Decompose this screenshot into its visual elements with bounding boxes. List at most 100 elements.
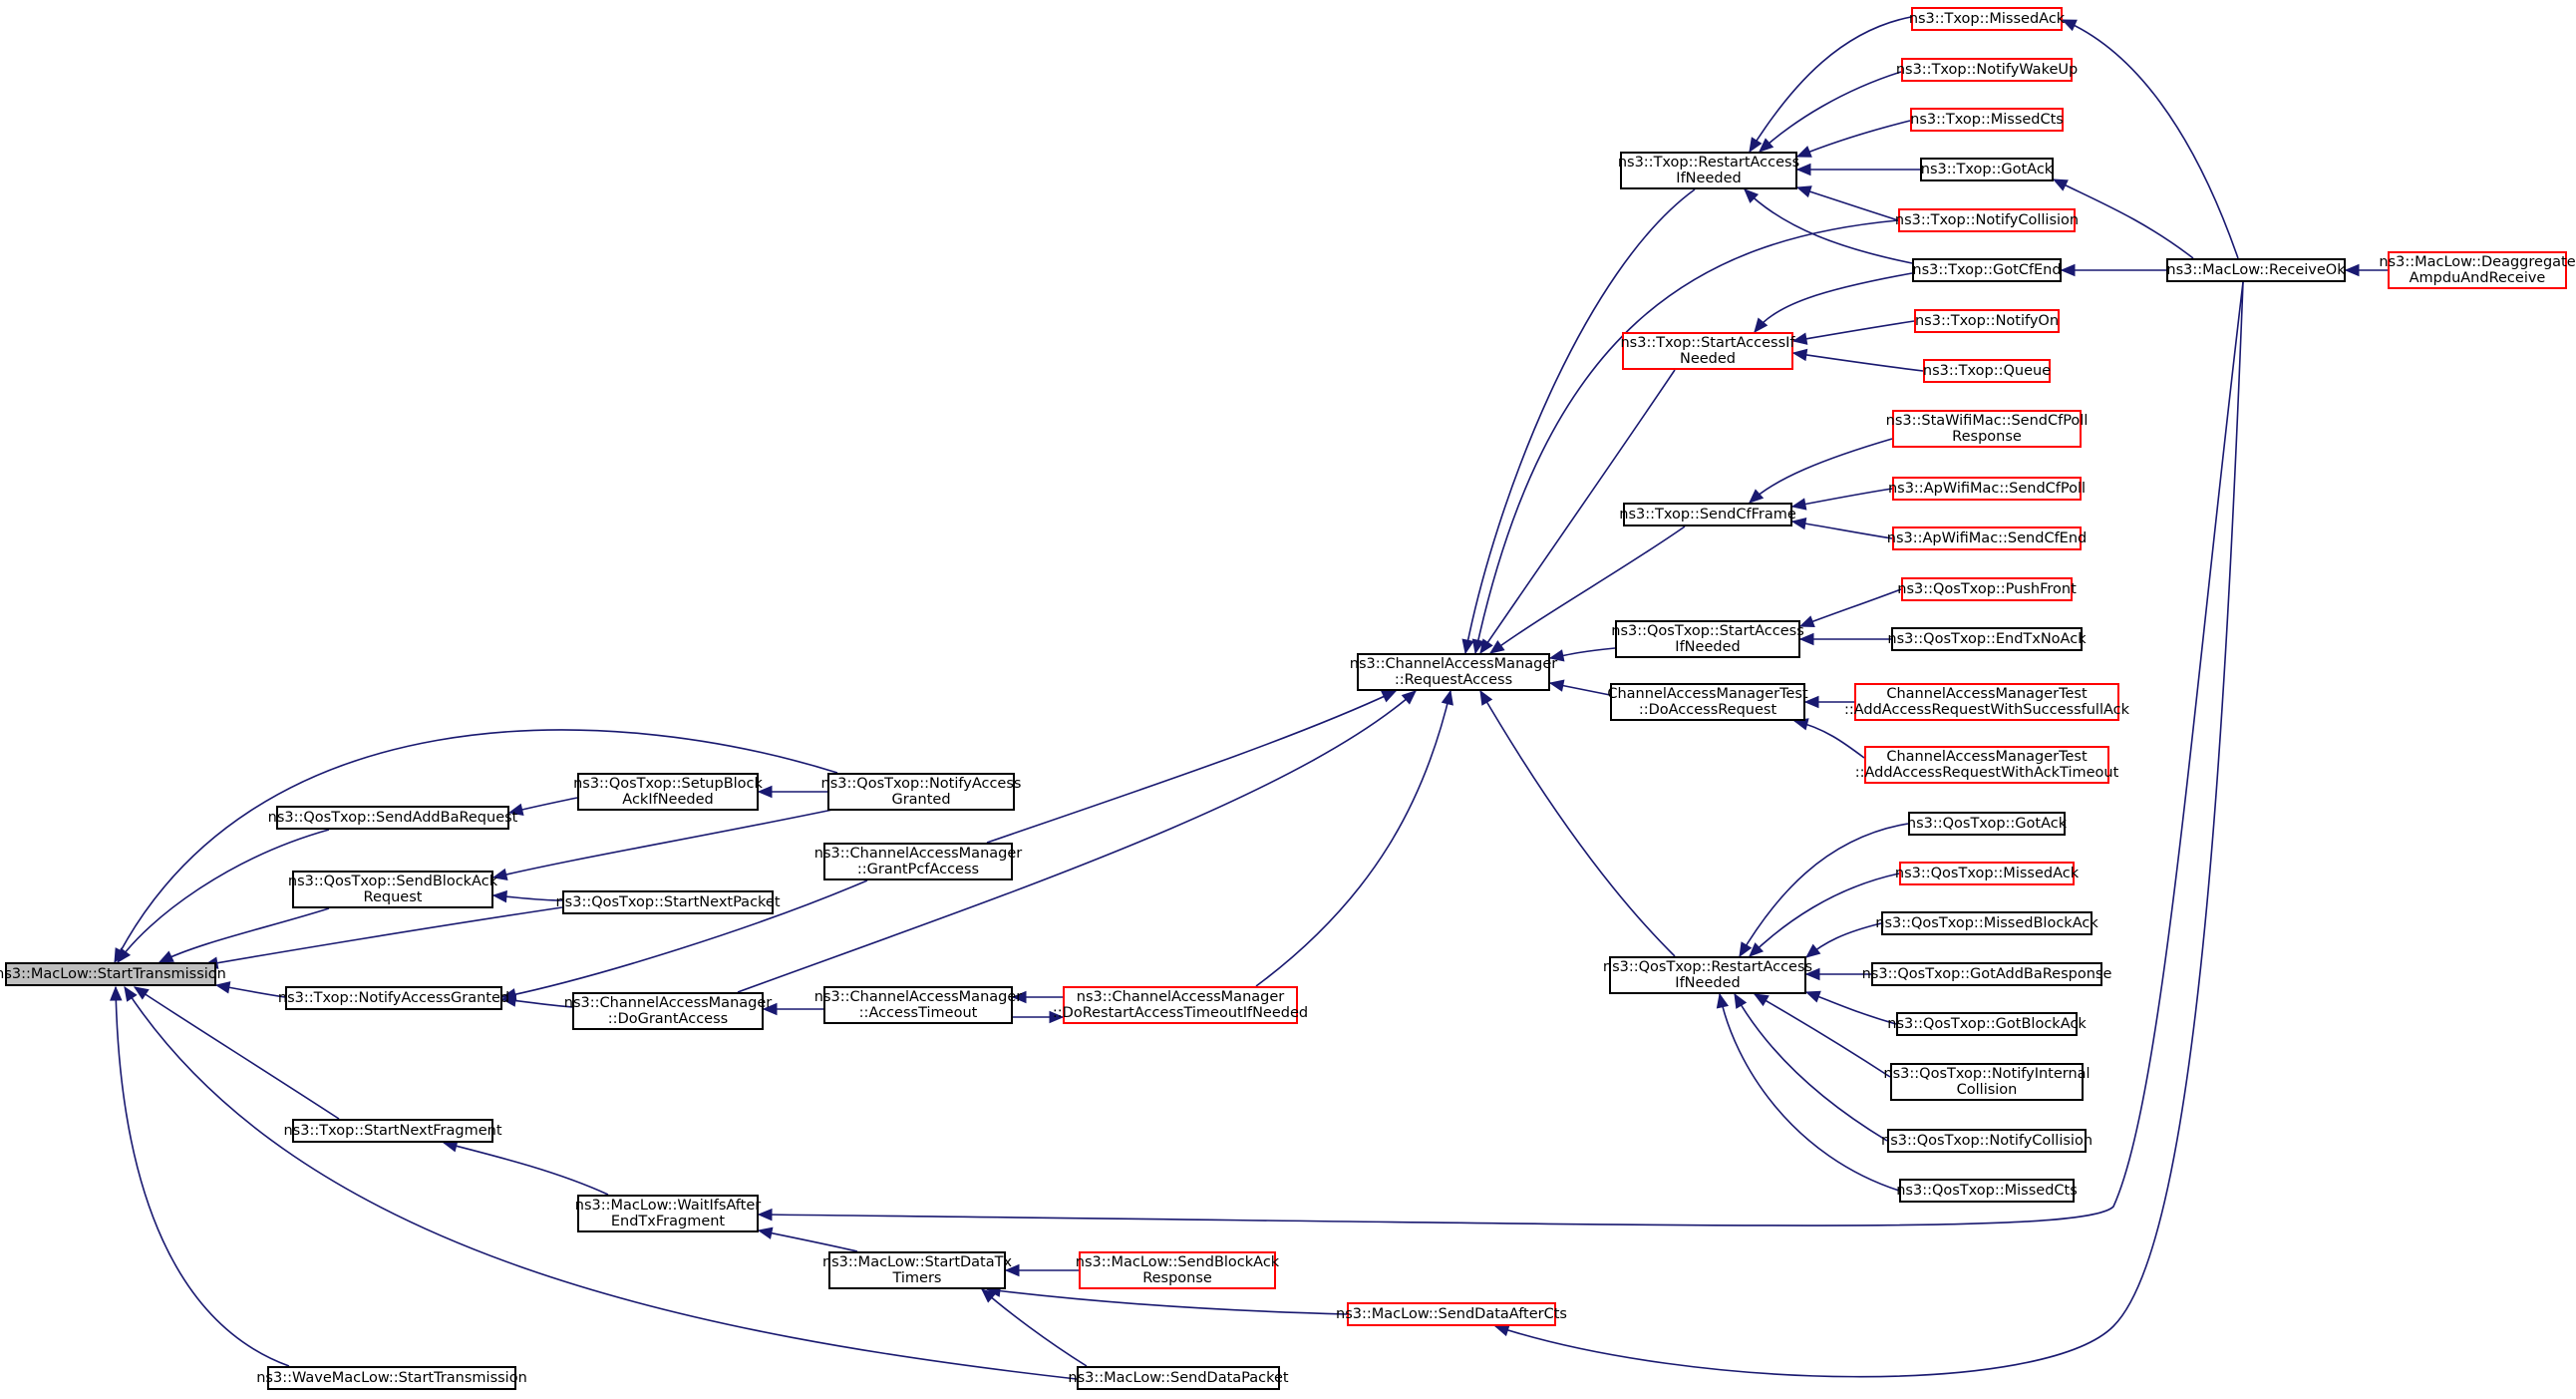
node-qos-got-block-ack[interactable]: ns3::QosTxop::GotBlockAck [1887, 1012, 2087, 1036]
node-txop-collision[interactable]: ns3::Txop::NotifyCollision [1895, 208, 2079, 232]
arrowhead-setup-from-qos-notify-granted [757, 785, 773, 799]
node-start-data-tx[interactable]: ns3::MacLow::StartDataTx Timers [822, 1251, 1012, 1289]
node-receive-ok[interactable]: ns3::MacLow::ReceiveOk [2166, 258, 2346, 282]
arrowhead-access-timeout-from-do-restart-a [1011, 990, 1027, 1004]
arrowhead-qos-restart-from-notify-collision [1734, 992, 1748, 1009]
node-qos-missed-block-ack[interactable]: ns3::QosTxop::MissedBlockAck [1875, 911, 2098, 935]
arrowhead-request-access-from-do-grant [1401, 690, 1417, 705]
edge-send-data-after-cts-from-receive-ok [1494, 281, 2244, 1378]
node-send-data-after-cts[interactable]: ns3::MacLow::SendDataAfterCts [1336, 1302, 1567, 1326]
node-send-block-ack-resp[interactable]: ns3::MacLow::SendBlockAck Response [1076, 1251, 1279, 1289]
node-txop-send-cf[interactable]: ns3::Txop::SendCfFrame [1619, 503, 1796, 526]
node-ap-cf-poll[interactable]: ns3::ApWifiMac::SendCfPoll [1888, 477, 2086, 501]
edge-qos-start-from-push-front [1799, 588, 1902, 627]
edge-txop-restart-from-missed-cts [1796, 120, 1911, 158]
node-txop-notify-granted[interactable]: ns3::Txop::NotifyAccessGranted [278, 986, 509, 1010]
arrowhead-root-from-start-next-frag [133, 986, 150, 1000]
node-qos-got-add-ba[interactable]: ns3::QosTxop::GotAddBaResponse [1862, 962, 2111, 986]
edge-root-from-send-data-packet [124, 986, 1078, 1380]
node-txop-notify-on[interactable]: ns3::Txop::NotifyOn [1914, 309, 2060, 333]
node-access-timeout[interactable]: ns3::ChannelAccessManager ::AccessTimeou… [814, 986, 1022, 1024]
edge-txop-restart-from-collision [1796, 186, 1899, 221]
arrowhead-got-ack-from-receive-ok [2052, 178, 2069, 191]
node-do-grant[interactable]: ns3::ChannelAccessManager ::DoGrantAcces… [564, 992, 772, 1030]
arrowhead-wait-ifs-from-start-data-tx [757, 1226, 774, 1239]
edge-request-access-from-txop-collision [1474, 219, 1899, 654]
node-start-next-frag[interactable]: ns3::Txop::StartNextFragment [283, 1119, 502, 1143]
edge-txop-restart-from-wake-up [1759, 71, 1902, 153]
edge-start-next-frag-from-wait-ifs [443, 1142, 609, 1196]
arrowhead-txop-start-if-from-got-cf-end [1754, 317, 1769, 334]
arrowhead-qos-restart-from-got-ack [1739, 941, 1753, 958]
arrowhead-start-data-tx-from-send-block-ack-resp [1004, 1263, 1020, 1277]
node-camt-do[interactable]: ChannelAccessManagerTest ::DoAccessReque… [1607, 683, 1808, 721]
arrowhead-txop-restart-from-got-ack [1795, 163, 1811, 176]
node-qos-got-ack[interactable]: ns3::QosTxop::GotAck [1907, 812, 2067, 836]
arrowhead-send-data-after-cts-from-receive-ok [1493, 1324, 1510, 1337]
node-txop-wake-up[interactable]: ns3::Txop::NotifyWakeUp [1896, 58, 2078, 82]
edge-txop-start-if-from-queue [1792, 352, 1924, 372]
node-txop-restart[interactable]: ns3::Txop::RestartAccess IfNeeded [1618, 152, 1799, 189]
node-txop-got-ack[interactable]: ns3::Txop::GotAck [1920, 158, 2054, 181]
edge-qos-restart-from-notify-collision [1734, 993, 1888, 1142]
edge-root-from-qos-notify-granted [114, 729, 838, 963]
node-ap-cf-end[interactable]: ns3::ApWifiMac::SendCfEnd [1887, 526, 2087, 550]
node-send-data-packet[interactable]: ns3::MacLow::SendDataPacket [1068, 1366, 1289, 1390]
arrowhead-root-from-txop-notify-granted [214, 981, 231, 994]
node-qos-start-access[interactable]: ns3::QosTxop::StartAccess IfNeeded [1611, 620, 1804, 658]
node-qos-missed-ack[interactable]: ns3::QosTxop::MissedAck [1895, 862, 2079, 885]
edge-txop-start-if-from-notify-on [1792, 320, 1915, 342]
node-qos-end-tx-no-ack[interactable]: ns3::QosTxop::EndTxNoAck [1887, 627, 2087, 651]
node-qos-notify-granted[interactable]: ns3::QosTxop::NotifyAccess Granted [821, 773, 1021, 811]
arrowhead-txop-start-if-from-queue [1791, 348, 1808, 362]
node-txop-missed-cts[interactable]: ns3::Txop::MissedCts [1910, 108, 2064, 132]
node-qos-push-front[interactable]: ns3::QosTxop::PushFront [1897, 577, 2077, 601]
node-camt-success[interactable]: ChannelAccessManagerTest ::AddAccessRequ… [1844, 683, 2129, 721]
edge-request-access-from-txop-start-if [1479, 369, 1676, 654]
node-start-next-packet[interactable]: ns3::QosTxop::StartNextPacket [555, 890, 781, 914]
node-deaggregate[interactable]: ns3::MacLow::Deaggregate AmpduAndReceive [2379, 251, 2576, 289]
arrowhead-request-access-from-txop-collision [1471, 638, 1484, 655]
node-sta-cf-poll[interactable]: ns3::StaWifiMac::SendCfPoll Response [1886, 410, 2088, 448]
node-do-restart-timeout[interactable]: ns3::ChannelAccessManager ::DoRestartAcc… [1053, 986, 1308, 1024]
arrowhead-qos-start-from-end-tx [1798, 632, 1814, 646]
edge-qos-restart-from-got-block-ack [1805, 991, 1897, 1025]
arrowhead-request-access-from-txop-send-cf [1488, 640, 1505, 654]
arrowhead-qos-start-from-push-front [1798, 615, 1815, 628]
node-qos-restart[interactable]: ns3::QosTxop::RestartAccess IfNeeded [1603, 956, 1812, 994]
node-camt-ack-timeout[interactable]: ChannelAccessManagerTest ::AddAccessRequ… [1855, 746, 2118, 784]
node-qos-missed-cts[interactable]: ns3::QosTxop::MissedCts [1896, 1179, 2078, 1203]
edge-root-from-wave-start [115, 986, 290, 1367]
arrowhead-txop-restart-from-missed-cts [1795, 146, 1812, 158]
arrowhead-send-block-ack-from-start-next-packet [491, 889, 507, 903]
arrowhead-qos-restart-from-missed-block-ack [1804, 943, 1821, 958]
node-wait-ifs[interactable]: ns3::MacLow::WaitIfsAfter EndTxFragment [575, 1195, 761, 1232]
edge-qos-restart-from-got-ack [1739, 823, 1909, 957]
node-txop-start-if[interactable]: ns3::Txop::StartAccessIf Needed [1620, 332, 1795, 370]
node-wave-start[interactable]: ns3::WaveMacLow::StartTransmission [256, 1366, 527, 1390]
arrowhead-request-access-from-camt-do [1548, 679, 1565, 692]
node-grant-pcf[interactable]: ns3::ChannelAccessManager ::GrantPcfAcce… [814, 843, 1022, 880]
node-send-add-ba[interactable]: ns3::QosTxop::SendAddBaRequest [268, 806, 517, 830]
node-txop-queue[interactable]: ns3::Txop::Queue [1923, 359, 2051, 383]
arrowhead-request-access-from-txop-restart [1461, 638, 1474, 655]
node-qos-notify-collision[interactable]: ns3::QosTxop::NotifyCollision [1881, 1129, 2093, 1153]
node-root[interactable]: ns3::MacLow::StartTransmission [0, 962, 226, 986]
node-send-block-ack[interactable]: ns3::QosTxop::SendBlockAck Request [288, 871, 497, 908]
node-qos-notify-internal[interactable]: ns3::QosTxop::NotifyInternal Collision [1883, 1063, 2091, 1101]
node-request-access[interactable]: ns3::ChannelAccessManager ::RequestAcces… [1350, 653, 1557, 691]
arrowhead-txop-restart-from-collision [1795, 185, 1812, 198]
edge-start-data-tx-from-send-data-packet [981, 1288, 1088, 1367]
arrowhead-do-restart-from-access-timeout-b [1049, 1010, 1065, 1024]
arrowhead-wait-ifs-from-receive-ok [757, 1208, 773, 1222]
edge-txop-send-cf-from-ap-poll [1791, 488, 1893, 508]
arrowhead-txop-send-cf-from-ap-end [1790, 517, 1807, 530]
node-txop-missed-ack[interactable]: ns3::Txop::MissedAck [1909, 7, 2065, 31]
arrowhead-root-from-qos-notify-granted [114, 947, 127, 964]
node-txop-got-cf-end[interactable]: ns3::Txop::GotCfEnd [1912, 258, 2062, 282]
arrowhead-txop-restart-from-got-cf-end [1744, 188, 1760, 203]
arrowhead-send-block-ack-from-qos-notify [491, 868, 508, 881]
node-setup-block[interactable]: ns3::QosTxop::SetupBlock AckIfNeeded [573, 773, 763, 811]
arrowhead-send-add-ba-from-setup [507, 803, 524, 816]
